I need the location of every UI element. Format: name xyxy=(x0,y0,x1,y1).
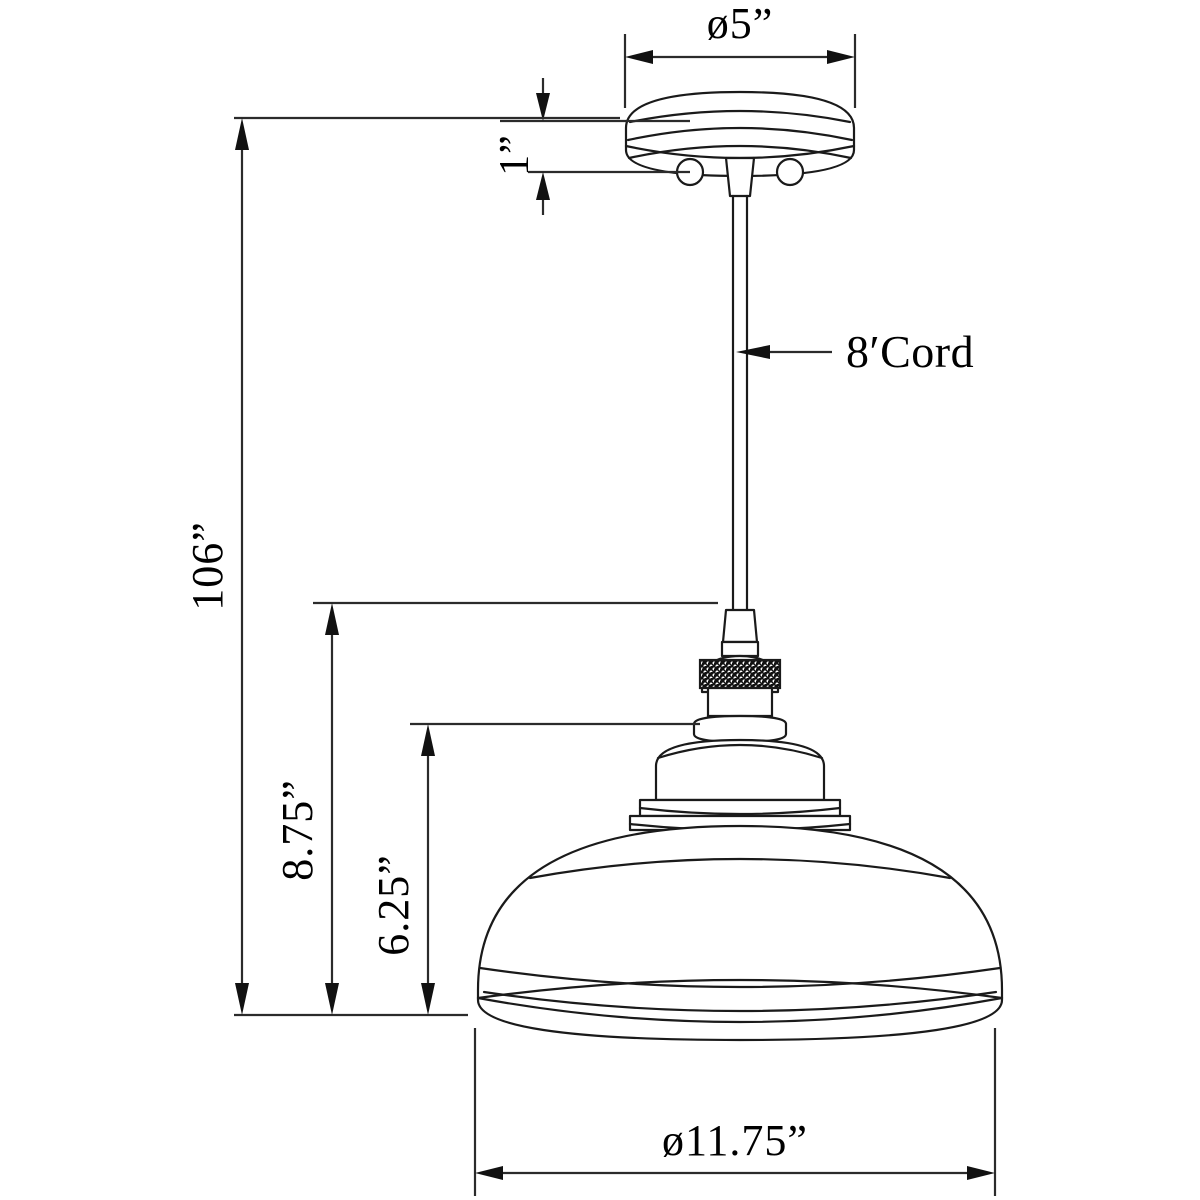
dimension-shade-height: 6.25” xyxy=(369,722,700,1015)
shade-neck xyxy=(628,714,852,832)
shade-rim xyxy=(476,978,1004,1024)
dimension-canopy-height: 1” xyxy=(492,78,690,215)
lamp-socket xyxy=(698,608,782,726)
dimension-label-shade-height: 6.25” xyxy=(369,854,418,956)
dimension-label-canopy-height: 1” xyxy=(492,134,538,176)
dimension-shade-assembly-height: 8.75” xyxy=(273,601,718,1015)
dimension-label-shade-diameter: ø11.75” xyxy=(662,1116,808,1165)
dimension-canopy-diameter: ø5” xyxy=(623,0,857,108)
socket-knurled-band xyxy=(698,658,782,690)
cord-strain-relief xyxy=(724,156,756,198)
dimension-overall-drop: 106” xyxy=(183,116,620,1017)
dimension-label-overall-drop: 106” xyxy=(183,521,232,611)
dome-shade xyxy=(476,824,1004,1042)
dimension-label-shade-assembly-height: 8.75” xyxy=(273,779,322,881)
dimension-shade-diameter: ø11.75” xyxy=(473,1028,997,1196)
annotation-label-cord: 8′Cord xyxy=(846,326,974,377)
ceiling-canopy xyxy=(624,90,856,178)
dimension-label-canopy-diameter: ø5” xyxy=(707,0,774,48)
annotation-cord: 8′Cord xyxy=(736,326,974,377)
hanging-cord xyxy=(731,194,749,612)
